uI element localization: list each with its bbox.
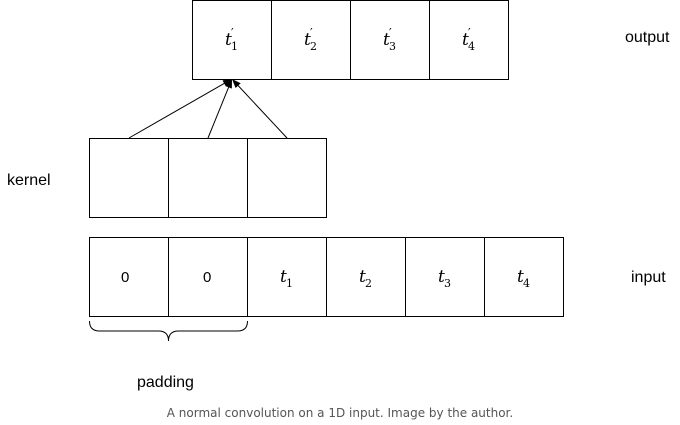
kernel-cell <box>168 138 248 218</box>
padding-zero-value: 0 <box>203 269 211 286</box>
output-cell: t′1 <box>192 0 272 80</box>
output-cell-subscript: 3 <box>389 40 396 53</box>
arrowhead <box>222 79 232 87</box>
output-cell-subscript: 4 <box>468 40 475 53</box>
input-cell-symbol: t <box>359 267 366 287</box>
kernel-row <box>89 138 327 218</box>
output-cell-box <box>192 0 272 80</box>
kernel-cell <box>247 138 327 218</box>
figure-caption: A normal convolution on a 1D input. Imag… <box>166 406 514 420</box>
output-cell-box <box>350 0 430 80</box>
output-cell: t′4 <box>429 0 509 80</box>
connector-line <box>128 82 227 139</box>
output-label: output <box>625 29 670 46</box>
output-cell-prime: ′ <box>468 26 471 40</box>
padding-brace-path <box>89 320 248 342</box>
arrowhead <box>232 79 241 88</box>
input-cell: 0 <box>89 237 169 317</box>
input-cell-symbol: t <box>438 267 445 287</box>
output-cell-box <box>429 0 509 80</box>
output-cell: t′2 <box>271 0 351 80</box>
padding-brace <box>89 320 248 342</box>
input-cell-box <box>89 237 169 317</box>
input-cell-subscript: 4 <box>523 277 530 290</box>
input-cell: 0 <box>168 237 248 317</box>
output-cell-box <box>271 0 351 80</box>
input-cell-subscript: 2 <box>365 277 372 290</box>
output-cell-symbol: t <box>304 30 311 50</box>
input-cell-subscript: 1 <box>286 277 293 290</box>
input-cell-box <box>247 237 327 317</box>
output-cell-prime: ′ <box>231 26 234 40</box>
kernel-to-output-connectors <box>128 79 288 139</box>
arrowhead <box>225 79 232 89</box>
padding-label: padding <box>137 374 194 391</box>
output-cell-symbol: t <box>462 30 469 50</box>
output-cell-prime: ′ <box>310 26 313 40</box>
output-cell-symbol: t <box>225 30 232 50</box>
output-cell-subscript: 1 <box>231 40 238 53</box>
input-cell-box <box>484 237 564 317</box>
padding-zero-value: 0 <box>121 269 129 286</box>
input-cell-subscript: 3 <box>444 277 451 290</box>
output-cell-prime: ′ <box>389 26 392 40</box>
output-cell-subscript: 2 <box>310 40 317 53</box>
input-cell-box <box>405 237 485 317</box>
input-cell-symbol: t <box>517 267 524 287</box>
output-cell-symbol: t <box>383 30 390 50</box>
input-cell-symbol: t <box>280 267 287 287</box>
kernel-cell <box>89 138 169 218</box>
connector-line <box>207 85 230 139</box>
input-label: input <box>631 269 666 286</box>
input-cell-box <box>326 237 406 317</box>
connector-line <box>236 83 288 139</box>
output-cell: t′3 <box>350 0 430 80</box>
kernel-label: kernel <box>7 172 51 189</box>
